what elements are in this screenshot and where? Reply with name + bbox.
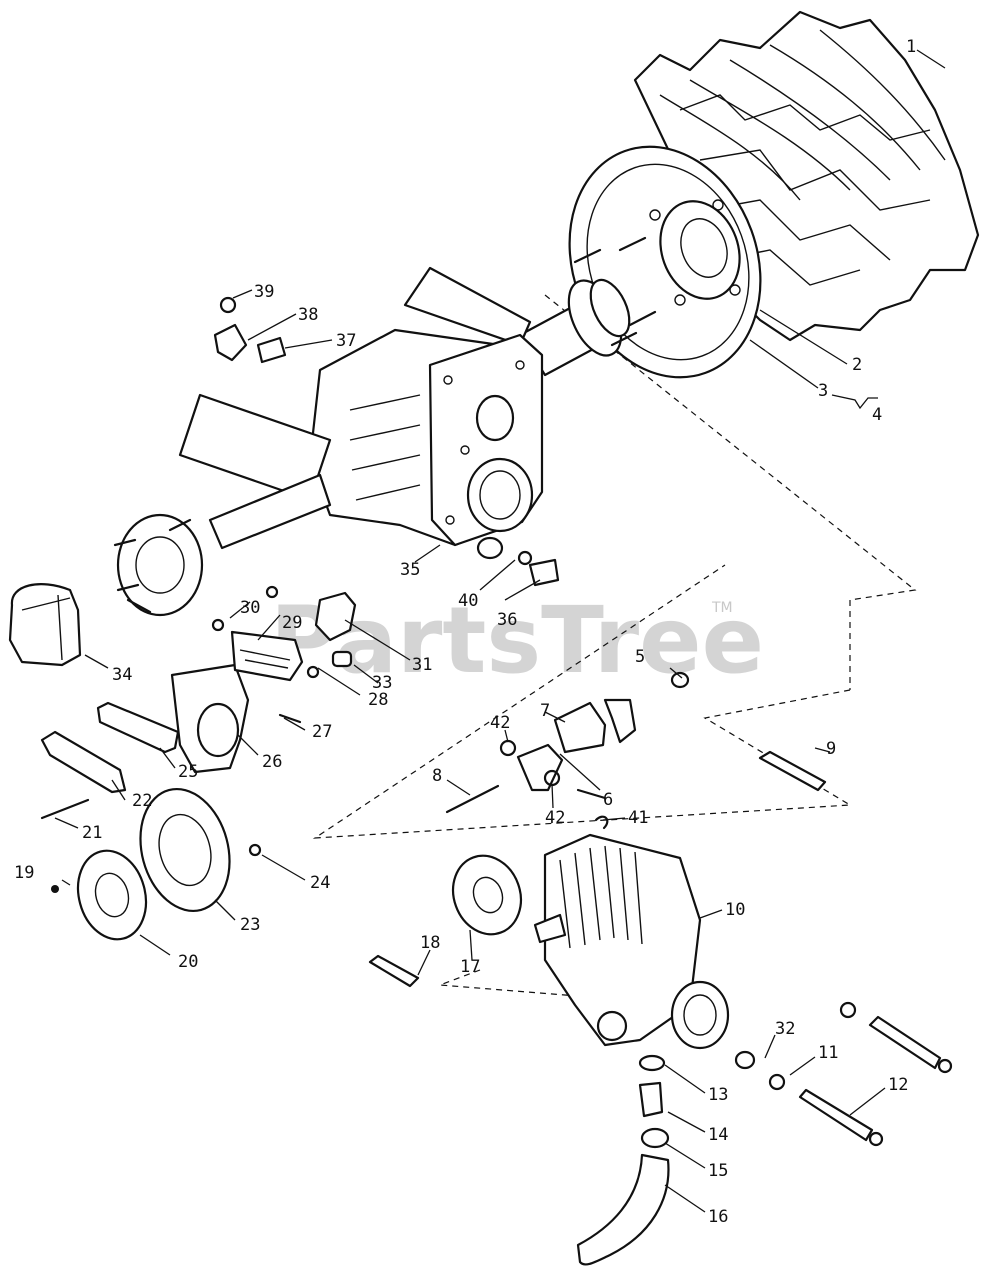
callout-32: 32 — [775, 1019, 795, 1039]
small-hardware — [211, 296, 827, 792]
callout-2: 2 — [852, 355, 862, 375]
callout-7: 7 — [540, 701, 550, 721]
brake-discs — [40, 787, 262, 941]
callout-36: 36 — [497, 610, 517, 630]
callout-30: 30 — [240, 598, 260, 618]
callout-34: 34 — [112, 665, 132, 685]
brake-cover — [8, 583, 82, 667]
pump-washer-and-pin — [368, 854, 522, 988]
callout-20: 20 — [178, 952, 198, 972]
control-linkage — [445, 698, 637, 830]
hydrostatic-pump — [533, 833, 730, 1050]
callout-42-lower: 42 — [545, 808, 565, 828]
callout-13: 13 — [708, 1085, 728, 1105]
callout-10: 10 — [725, 900, 745, 920]
brake-linkage — [40, 591, 357, 794]
callout-5: 5 — [635, 647, 645, 667]
callout-labels: 1 2 3 4 5 6 7 8 9 10 11 12 13 14 15 16 1… — [14, 37, 916, 1227]
callout-42-upper: 42 — [490, 713, 510, 733]
callout-11: 11 — [818, 1043, 838, 1063]
callout-14: 14 — [708, 1125, 728, 1145]
callout-4: 4 — [872, 405, 882, 425]
pump-bolts — [734, 1001, 953, 1147]
transaxle-housing — [308, 266, 544, 560]
hose-and-fittings — [576, 1054, 670, 1266]
callout-31: 31 — [412, 655, 432, 675]
leader-lines — [54, 49, 946, 1213]
callout-28: 28 — [368, 690, 388, 710]
callout-35: 35 — [400, 560, 420, 580]
callout-22: 22 — [132, 791, 152, 811]
callout-38: 38 — [298, 305, 318, 325]
callout-23: 23 — [240, 915, 260, 935]
callout-9: 9 — [826, 739, 836, 759]
callout-25: 25 — [178, 762, 198, 782]
callout-1: 1 — [906, 37, 916, 57]
callout-19: 19 — [14, 863, 34, 883]
callout-16: 16 — [708, 1207, 728, 1227]
callout-18: 18 — [420, 933, 440, 953]
callout-29: 29 — [282, 613, 302, 633]
callout-24: 24 — [310, 873, 330, 893]
callout-37: 37 — [336, 331, 356, 351]
callout-3: 3 — [818, 381, 828, 401]
callout-40: 40 — [458, 591, 478, 611]
callout-17: 17 — [460, 957, 480, 977]
callout-8: 8 — [432, 766, 442, 786]
left-axle-assembly — [113, 393, 332, 617]
callout-15: 15 — [708, 1161, 728, 1181]
callout-26: 26 — [262, 752, 282, 772]
callout-6: 6 — [603, 790, 613, 810]
callout-27: 27 — [312, 722, 332, 742]
callout-12: 12 — [888, 1075, 908, 1095]
callout-39: 39 — [254, 282, 274, 302]
callout-21: 21 — [82, 823, 102, 843]
watermark-tm: TM — [711, 600, 733, 616]
callout-33: 33 — [372, 673, 392, 693]
callout-41: 41 — [628, 808, 648, 828]
